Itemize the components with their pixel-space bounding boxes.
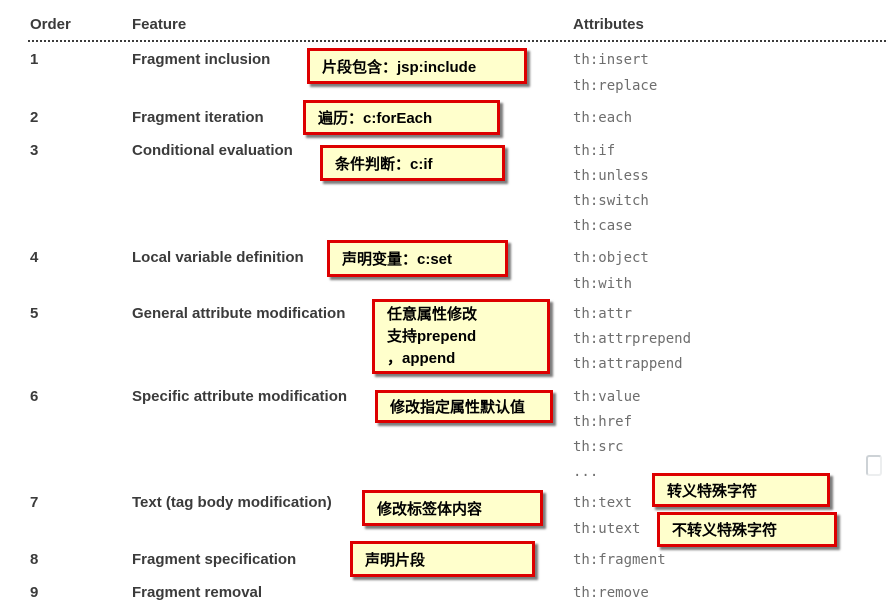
order-cell: 2 [30, 109, 39, 126]
feature-cell: Fragment removal [132, 584, 263, 601]
annotation-box: 修改指定属性默认值 [375, 390, 553, 423]
annotation-text: 声明变量：c:set [342, 251, 453, 268]
feature-cell: Conditional evaluation [132, 142, 293, 159]
annotation-box: 任意属性修改 支持prepend ，append [372, 299, 550, 374]
header-attributes: Attributes [573, 16, 644, 33]
attribute-value: th:case [573, 218, 633, 234]
attribute-value: th:value [573, 389, 641, 405]
attribute-value: th:href [573, 414, 633, 430]
feature-cell: General attribute modification [132, 305, 346, 322]
annotation-text: 声明片段 [365, 551, 426, 569]
annotation-box: 声明变量：c:set [327, 240, 508, 277]
annotation-text-line: ，append [387, 349, 456, 367]
attribute-value: th:replace [573, 78, 658, 94]
attribute-value: th:fragment [573, 552, 666, 568]
attribute-value: th:each [573, 110, 633, 126]
attribute-value: ... [573, 464, 599, 480]
feature-cell: Text (tag body modification) [132, 494, 332, 511]
attribute-value: th:attrappend [573, 356, 683, 372]
annotation-box: 遍历：c:forEach [303, 100, 500, 135]
order-cell: 6 [30, 388, 39, 405]
order-cell: 1 [30, 51, 39, 68]
feature-cell: Specific attribute modification [132, 388, 348, 405]
order-cell: 7 [30, 494, 39, 511]
attribute-value: th:insert [573, 52, 649, 68]
attribute-value: th:object [573, 250, 649, 266]
annotation-box: 不转义特殊字符 [657, 512, 837, 547]
attribute-value: th:text [573, 495, 633, 511]
annotation-text: 转义特殊字符 [667, 482, 758, 500]
attribute-value: th:utext [573, 521, 641, 537]
header-feature: Feature [132, 16, 187, 33]
order-cell: 4 [30, 249, 39, 266]
feature-cell: Fragment specification [132, 551, 297, 568]
annotation-text: 修改指定属性默认值 [390, 399, 526, 416]
attribute-value: th:src [573, 439, 624, 455]
order-cell: 3 [30, 142, 39, 159]
feature-cell: Fragment inclusion [132, 51, 271, 68]
annotation-text-line: 任意属性修改 [387, 305, 478, 323]
annotation-box: 修改标签体内容 [362, 490, 543, 526]
annotation-text: 片段包含：jsp:include [322, 58, 477, 76]
attribute-value: th:attr [573, 306, 633, 322]
feature-cell: Fragment iteration [132, 109, 264, 126]
partial-ui-fragment [866, 455, 882, 476]
annotation-text: 遍历：c:forEach [318, 110, 433, 127]
attribute-value: th:remove [573, 585, 649, 601]
annotation-box: 条件判断：c:if [320, 145, 505, 181]
attribute-value: th:switch [573, 193, 649, 209]
annotation-text: 修改标签体内容 [377, 500, 483, 518]
attribute-value: th:unless [573, 168, 649, 184]
annotation-text-line: 支持prepend [387, 327, 477, 345]
order-cell: 5 [30, 305, 39, 322]
order-cell: 9 [30, 584, 39, 601]
header-divider [28, 40, 886, 42]
annotation-box: 声明片段 [350, 541, 535, 577]
annotation-text: 条件判断：c:if [335, 155, 433, 173]
attribute-value: th:with [573, 276, 633, 292]
feature-cell: Local variable definition [132, 249, 304, 266]
order-cell: 8 [30, 551, 39, 568]
attribute-value: th:attrprepend [573, 331, 692, 347]
annotation-text: 不转义特殊字符 [672, 522, 778, 539]
annotation-box: 转义特殊字符 [652, 473, 830, 507]
header-order: Order [30, 16, 71, 33]
annotation-box: 片段包含：jsp:include [307, 48, 527, 84]
attribute-value: th:if [573, 143, 616, 159]
